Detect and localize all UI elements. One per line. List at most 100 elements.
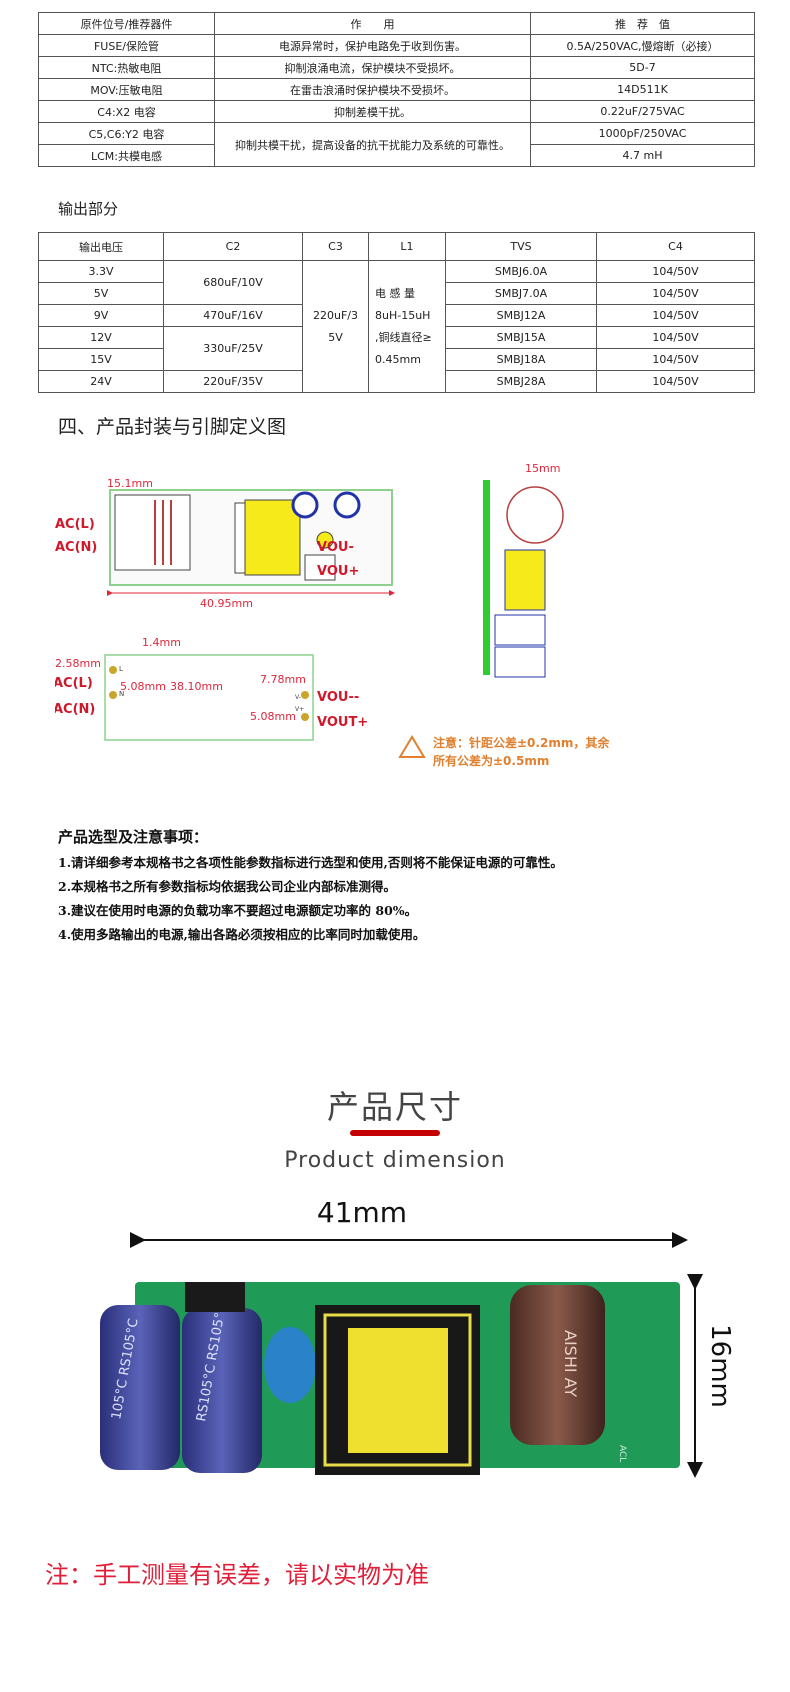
part-cell: FUSE/保险管 <box>38 34 215 57</box>
package-diagram: 15.1mm 40.95mm AC(L) AC(N) VOU- VOU+ L N… <box>55 462 610 768</box>
c4-cell: 104/50V <box>596 260 755 283</box>
label-ac-n-bottom: AC(N) <box>55 702 95 717</box>
function-cell: 抑制浪涌电流，保护模块不受损坏。 <box>214 56 531 79</box>
label-vout-pos: VOU+ <box>317 564 359 579</box>
value-cell: 5D-7 <box>530 56 755 79</box>
table-row: NTC:热敏电阻 抑制浪涌电流，保护模块不受损坏。 5D-7 <box>38 56 755 79</box>
bottom-view-board <box>104 654 314 741</box>
tvs-cell: SMBJ6.0A <box>445 260 597 283</box>
part-cell: C4:X2 电容 <box>38 100 215 123</box>
tvs-cell: SMBJ7.0A <box>445 282 597 305</box>
table-header-row: 输出电压 C2 C3 L1 TVS C4 <box>38 232 755 261</box>
pin-n <box>109 691 117 699</box>
l1-line: ,铜线直径≥ <box>375 330 432 344</box>
blue-disc-capacitor <box>264 1327 316 1403</box>
package-section-title: 四、产品封装与引脚定义图 <box>58 416 287 438</box>
tvs-cell: SMBJ18A <box>445 348 597 371</box>
voltage-cell: 9V <box>38 304 164 327</box>
table-row: 24V 220uF/35V SMBJ28A 104/50V <box>38 370 755 393</box>
output-table: 输出电压 C2 C3 L1 TVS C4 3.3V 680uF/10V 220u… <box>38 232 755 393</box>
title-underline-bar <box>350 1130 440 1136</box>
pin-vplus <box>301 713 309 721</box>
header-cell: 原件位号/推荐器件 <box>38 12 215 35</box>
c4-cell: 104/50V <box>596 370 755 393</box>
height-label: 16mm <box>705 1324 735 1408</box>
voltage-cell: 12V <box>38 326 164 349</box>
header-cell: 推 荐 值 <box>530 12 755 35</box>
l1-line: 电 感 量 <box>375 286 415 300</box>
label-ac-l-bottom: AC(L) <box>55 676 93 691</box>
measurement-disclaimer: 注：手工测量有误差，请以实物为准 <box>45 1561 429 1589</box>
pin-label-vm: V- <box>295 694 301 701</box>
c3-line: 220uF/3 <box>313 308 358 322</box>
notes-title: 产品选型及注意事项： <box>58 828 209 846</box>
function-cell: 电源异常时，保护电路免于收到伤害。 <box>214 34 531 57</box>
note-item: 1.请详细参考本规格书之各项性能参数指标进行选型和使用,否则将不能保证电源的可靠… <box>58 855 563 870</box>
header-cell: C4 <box>596 232 755 261</box>
side-capacitor-2 <box>494 614 546 646</box>
tvs-cell: SMBJ15A <box>445 326 597 349</box>
dim-pin-pitch-b: 5.08mm <box>250 710 296 723</box>
warning-icon <box>398 735 426 758</box>
pin-label-l: L <box>119 665 123 673</box>
function-cell: 抑制差模干扰。 <box>214 100 531 123</box>
header-cell: C2 <box>163 232 303 261</box>
c2-cell: 470uF/16V <box>163 304 303 327</box>
label-vout-neg-bottom: VOU-- <box>317 690 359 705</box>
note-item: 3.建议在使用时电源的负载功率不要超过电源额定功率的 80%。 <box>58 903 418 918</box>
tvs-cell: SMBJ28A <box>445 370 597 393</box>
l1-line: 8uH-15uH <box>375 308 431 322</box>
dim-edge-offset: 2.58mm <box>55 657 101 670</box>
header-cell: C3 <box>302 232 369 261</box>
c4-cell: 104/50V <box>596 282 755 305</box>
label-vout-pos-bottom: VOUT+ <box>317 715 368 730</box>
voltage-cell: 24V <box>38 370 164 393</box>
label-vout-neg: VOU- <box>317 540 354 555</box>
table-row: 15V SMBJ18A 104/50V <box>38 348 755 371</box>
function-cell: 在雷击浪涌时保护模块不受损坏。 <box>214 78 531 101</box>
transformer-bobbin <box>234 502 246 574</box>
dim-right-offset: 7.78mm <box>260 673 306 686</box>
label-ac-l: AC(L) <box>55 517 95 532</box>
value-cell: 0.22uF/275VAC <box>530 100 755 123</box>
label-ac-n: AC(N) <box>55 540 97 555</box>
part-cell: NTC:热敏电阻 <box>38 56 215 79</box>
l1-cell: 电 感 量 8uH-15uH ,铜线直径≥ 0.45mm <box>368 260 446 393</box>
blue-capacitor-2 <box>182 1308 262 1473</box>
note-item: 4.使用多路输出的电源,输出各路必须按相应的比率同时加载使用。 <box>58 927 426 942</box>
top-ic <box>304 554 336 581</box>
transformer-outline <box>114 494 191 571</box>
warning-line-2: 所有公差为±0.5mm <box>433 753 549 768</box>
component-table: 原件位号/推荐器件 作 用 推 荐 值 FUSE/保险管 电源异常时，保护电路免… <box>38 12 755 167</box>
black-component <box>185 1282 245 1312</box>
table-row: 12V 330uF/25V SMBJ15A 104/50V <box>38 326 755 371</box>
function-cell: 抑制共模干扰，提高设备的抗干扰能力及系统的可靠性。 <box>214 122 531 167</box>
c3-cell: 220uF/3 5V <box>302 260 369 393</box>
output-section-title: 输出部分 <box>58 200 119 218</box>
dimension-title-cn: 产品尺寸 <box>326 1088 463 1126</box>
dim-pin-span: 38.10mm <box>170 680 223 693</box>
value-cell: 1000pF/250VAC <box>530 122 755 145</box>
header-cell: 输出电压 <box>38 232 164 261</box>
part-cell: LCM:共模电感 <box>38 144 215 167</box>
side-capacitor <box>506 486 564 544</box>
header-cell: 作 用 <box>214 12 531 35</box>
side-transformer <box>504 549 546 611</box>
table-row: MOV:压敏电阻 在雷击浪涌时保护模块不受损坏。 14D511K <box>38 78 755 101</box>
table-row: LCM:共模电感 4.7 mH <box>38 144 755 167</box>
dim-pin-offset: 1.4mm <box>142 636 181 649</box>
pin-l <box>109 666 117 674</box>
part-cell: C5,C6:Y2 电容 <box>38 122 215 145</box>
product-dimension-figure: 41mm 16mm 105°C RS105°C RS105°C RS105°C … <box>100 1196 735 1478</box>
length-label: 41mm <box>317 1196 407 1229</box>
note-item: 2.本规格书之所有参数指标均依据我公司企业内部标准测得。 <box>58 879 397 894</box>
header-cell: L1 <box>368 232 446 261</box>
blue-capacitor-1 <box>100 1305 180 1470</box>
pin-vminus <box>301 691 309 699</box>
value-cell: 14D511K <box>530 78 755 101</box>
c2-cell: 680uF/10V <box>163 260 303 305</box>
c2-cell: 220uF/35V <box>163 370 303 393</box>
transformer-pin-bar <box>340 1330 348 1445</box>
voltage-cell: 3.3V <box>38 260 164 283</box>
table-row: 3.3V 680uF/10V 220uF/3 5V 电 感 量 8uH-15uH… <box>38 260 755 393</box>
